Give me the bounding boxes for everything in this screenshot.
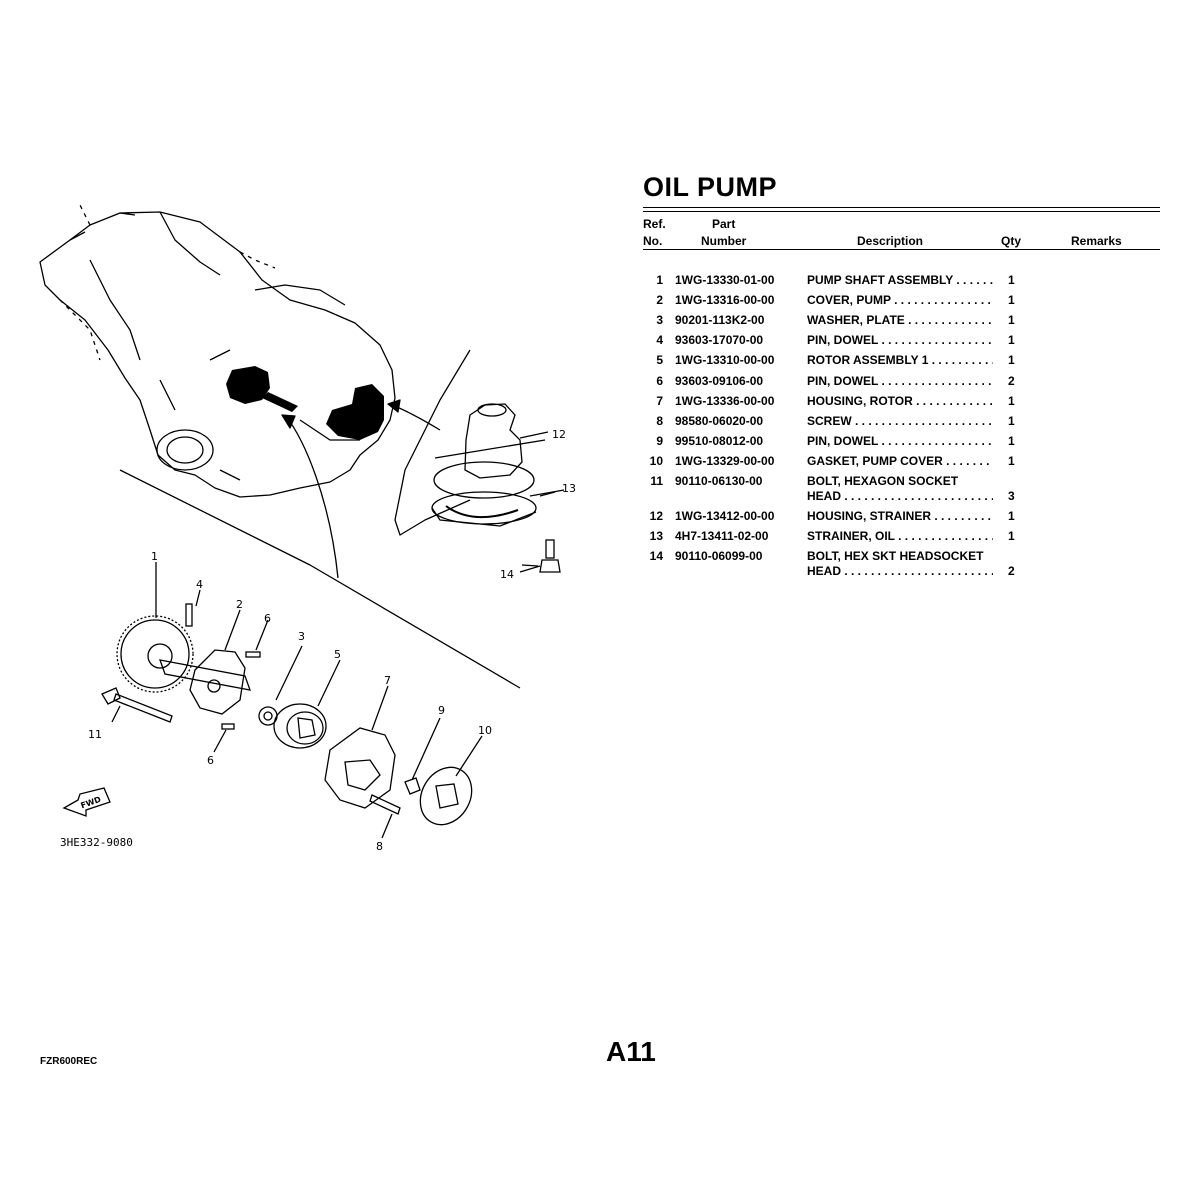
- ref-cell: 11: [650, 474, 663, 488]
- description-cell: PIN, DOWEL . . . . . . . . . . . . . . .…: [807, 333, 993, 348]
- qty-cell: 1: [1008, 433, 1015, 448]
- ref-cell: 2: [656, 293, 663, 308]
- qty-cell: 1: [1008, 529, 1015, 544]
- description-cell-line2: HEAD . . . . . . . . . . . . . . . . . .…: [807, 489, 993, 503]
- ref-cell: 7: [656, 393, 663, 408]
- callout-11: 11: [88, 728, 102, 741]
- qty-cell: 1: [1008, 393, 1015, 408]
- part-number-cell: 1WG-13336-00-00: [675, 393, 775, 408]
- part-number-cell: 1WG-13316-00-00: [675, 293, 775, 308]
- callout-6b: 6: [207, 754, 214, 767]
- qty-cell: 1: [1008, 453, 1015, 468]
- qty-cell: 2: [1008, 564, 1015, 579]
- description-cell: PIN, DOWEL . . . . . . . . . . . . . . .…: [807, 433, 993, 448]
- part-number-cell: 90110-06099-00: [675, 549, 763, 564]
- callout-13: 13: [562, 482, 576, 495]
- header-remarks: Remarks: [1071, 234, 1122, 248]
- callout-4: 4: [196, 578, 203, 591]
- callout-6a: 6: [264, 612, 271, 625]
- pump-location-2: [326, 384, 384, 440]
- ref-cell: 3: [656, 313, 663, 328]
- description-cell-line2: HEAD . . . . . . . . . . . . . . . . . .…: [807, 564, 993, 579]
- part-number-cell: 93603-17070-00: [675, 333, 764, 348]
- strainer-assembly: [431, 403, 561, 573]
- callout-1: 1: [151, 550, 158, 563]
- drawing-code: 3HE332-9080: [60, 836, 133, 849]
- description-cell: ROTOR ASSEMBLY 1 . . . . . . . . . . . .…: [807, 353, 993, 368]
- exploded-parts-diagram: 1 2 3 4 5 6 6 7 8 9 10 11 12 13 14 FWD: [39, 204, 576, 853]
- description-cell: COVER, PUMP . . . . . . . . . . . . . . …: [807, 293, 993, 308]
- callout-5: 5: [334, 648, 341, 661]
- part-number-cell: 93603-09106-00: [675, 373, 764, 388]
- description-cell: HOUSING, ROTOR . . . . . . . . . . . . .…: [807, 393, 993, 408]
- part-number-cell: 99510-08012-00: [675, 433, 764, 448]
- qty-cell: 1: [1008, 333, 1015, 348]
- ref-cell: 8: [656, 413, 663, 428]
- part-number-cell: 1WG-13329-00-00: [675, 453, 775, 468]
- description-cell: WASHER, PLATE . . . . . . . . . . . . . …: [807, 313, 993, 328]
- part-number-cell: 1WG-13310-00-00: [675, 353, 775, 368]
- ref-cell: 4: [656, 333, 663, 348]
- qty-cell: 2: [1008, 373, 1015, 388]
- description-cell: BOLT, HEX SKT HEADSOCKET: [807, 549, 984, 564]
- title-rule-1: [643, 207, 1160, 208]
- description-cell: GASKET, PUMP COVER . . . . . . . . . . .…: [807, 453, 993, 468]
- header-rule: [643, 249, 1160, 250]
- page-title: OIL PUMP: [643, 172, 778, 202]
- callout-2: 2: [236, 598, 243, 611]
- header-ref-line2: No.: [643, 234, 663, 248]
- callout-14: 14: [500, 568, 514, 581]
- callout-7: 7: [384, 674, 391, 687]
- header-qty: Qty: [1001, 234, 1022, 248]
- ref-cell: 1: [656, 273, 663, 287]
- part-number-cell: 98580-06020-00: [675, 413, 764, 428]
- part-number-cell: 90110-06130-00: [675, 474, 763, 488]
- ref-cell: 6: [656, 373, 663, 388]
- callout-8: 8: [376, 840, 383, 853]
- callout-labels: 1 2 3 4 5 6 6 7 8 9 10 11 12 13 14 FWD: [79, 428, 576, 853]
- ref-cell: 13: [649, 529, 663, 544]
- qty-cell: 1: [1008, 273, 1015, 287]
- pump-parts: [62, 431, 565, 839]
- description-cell: PUMP SHAFT ASSEMBLY . . . . . . . . . . …: [807, 273, 993, 287]
- ref-cell: 10: [649, 453, 663, 468]
- callout-9: 9: [438, 704, 445, 717]
- engine-block-outline: [39, 211, 396, 498]
- qty-cell: 1: [1008, 413, 1015, 428]
- description-cell: SCREW . . . . . . . . . . . . . . . . . …: [807, 413, 993, 428]
- ref-cell: 14: [649, 549, 663, 564]
- description-cell: STRAINER, OIL . . . . . . . . . . . . . …: [807, 529, 993, 544]
- ref-cell: 5: [656, 353, 663, 368]
- description-cell: HOUSING, STRAINER . . . . . . . . . . . …: [807, 509, 993, 524]
- part-number-cell: 90201-113K2-00: [675, 313, 765, 328]
- ref-cell: 12: [649, 509, 663, 524]
- pump-location-1: [226, 366, 270, 404]
- qty-cell: 1: [1008, 509, 1015, 524]
- callout-3: 3: [298, 630, 305, 643]
- callout-10: 10: [478, 724, 492, 737]
- callout-12: 12: [552, 428, 566, 441]
- qty-cell: 3: [1008, 489, 1015, 503]
- page-number: A11: [606, 1036, 656, 1067]
- qty-cell: 1: [1008, 313, 1015, 328]
- title-rule-2: [643, 211, 1160, 212]
- part-number-cell: 1WG-13412-00-00: [675, 509, 775, 524]
- qty-cell: 1: [1008, 353, 1015, 368]
- part-number-cell: 1WG-13330-01-00: [675, 273, 775, 287]
- description-cell: PIN, DOWEL . . . . . . . . . . . . . . .…: [807, 373, 993, 388]
- qty-cell: 1: [1008, 293, 1015, 308]
- header-description: Description: [857, 234, 924, 248]
- header-part-line2: Number: [701, 234, 747, 248]
- footer-code: FZR600REC: [40, 1056, 98, 1067]
- header-ref-line1: Ref.: [643, 217, 666, 231]
- header-part-line1: Part: [712, 217, 736, 231]
- ref-cell: 9: [656, 433, 663, 448]
- description-cell: BOLT, HEXAGON SOCKET: [807, 474, 959, 488]
- part-number-cell: 4H7-13411-02-00: [675, 529, 769, 544]
